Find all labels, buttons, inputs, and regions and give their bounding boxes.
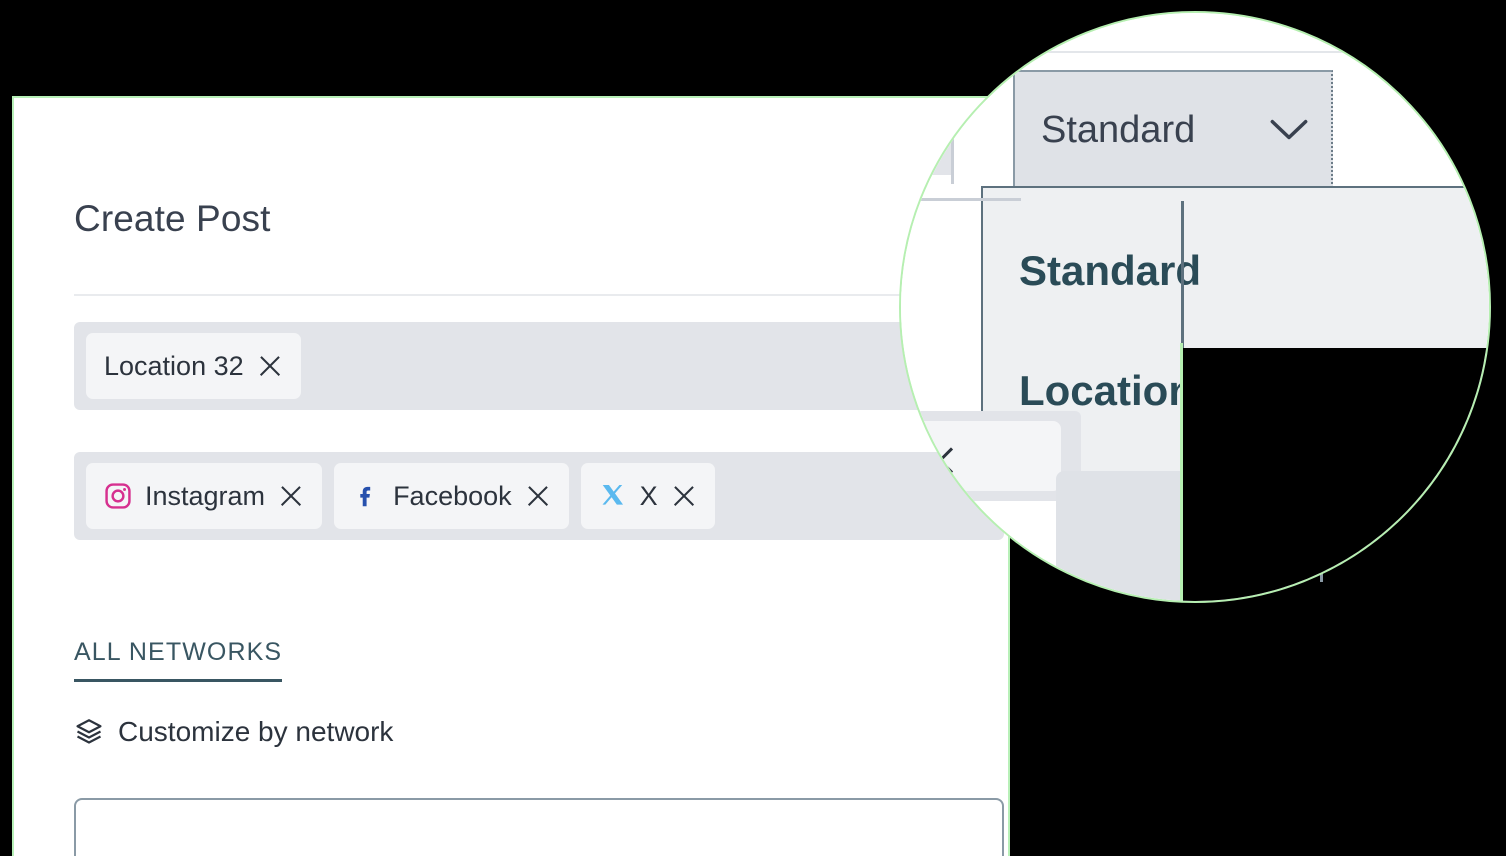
x-twitter-icon	[602, 485, 623, 505]
magnified-content: Standard Standard Locations and Netw	[901, 13, 1489, 601]
post-type-select[interactable]: Standard	[1013, 70, 1333, 188]
chevron-down-icon	[1270, 119, 1308, 140]
lens-top-divider	[901, 51, 1489, 53]
lens-row-divider	[901, 198, 1021, 201]
create-post-card: Create Post Location 32 Instagram	[12, 96, 1010, 856]
magnifier-lens: Standard Standard Locations and Netw	[899, 11, 1491, 603]
post-type-select-value: Standard	[1041, 109, 1196, 151]
card-body: Create Post Location 32 Instagram	[14, 98, 1008, 856]
network-chip-label: Instagram	[145, 480, 266, 511]
location-chip[interactable]: Location 32	[86, 333, 301, 399]
network-chip-instagram[interactable]: Instagram	[86, 463, 323, 529]
lens-card-edge	[1180, 343, 1183, 601]
network-chip-label: X	[639, 480, 658, 511]
dropdown-option-standard[interactable]: Standard	[1019, 247, 1202, 294]
close-icon[interactable]	[257, 353, 283, 379]
title-divider	[74, 294, 1004, 296]
close-icon[interactable]	[923, 443, 957, 477]
facebook-icon	[360, 486, 371, 507]
lens-vertical-rule	[951, 64, 954, 184]
page-title: Create Post	[74, 198, 271, 239]
network-chip-label: Facebook	[393, 480, 512, 511]
instagram-icon	[105, 483, 131, 509]
tab-all-networks[interactable]: ALL NETWORKS	[74, 638, 283, 682]
location-chip-label: Location 32	[104, 350, 244, 381]
post-composer-textarea[interactable]	[74, 798, 1004, 856]
lens-void-area	[1183, 348, 1489, 601]
close-icon[interactable]	[671, 483, 697, 509]
layers-stack-icon	[76, 719, 102, 744]
network-chip-x[interactable]: X	[580, 463, 715, 529]
locations-chip-row[interactable]: Location 32	[74, 322, 1004, 410]
customize-label: Customize by network	[118, 716, 394, 747]
networks-chip-row[interactable]: Instagram Facebook X	[74, 452, 1004, 540]
close-icon[interactable]	[525, 483, 551, 509]
customize-by-network[interactable]: Customize by network	[74, 716, 393, 748]
network-tabs: ALL NETWORKS	[74, 638, 283, 682]
network-chip-facebook[interactable]: Facebook	[334, 463, 569, 529]
lens-left-row-fragment	[901, 113, 953, 175]
lens-column-separator	[1181, 201, 1184, 351]
close-icon[interactable]	[278, 483, 304, 509]
